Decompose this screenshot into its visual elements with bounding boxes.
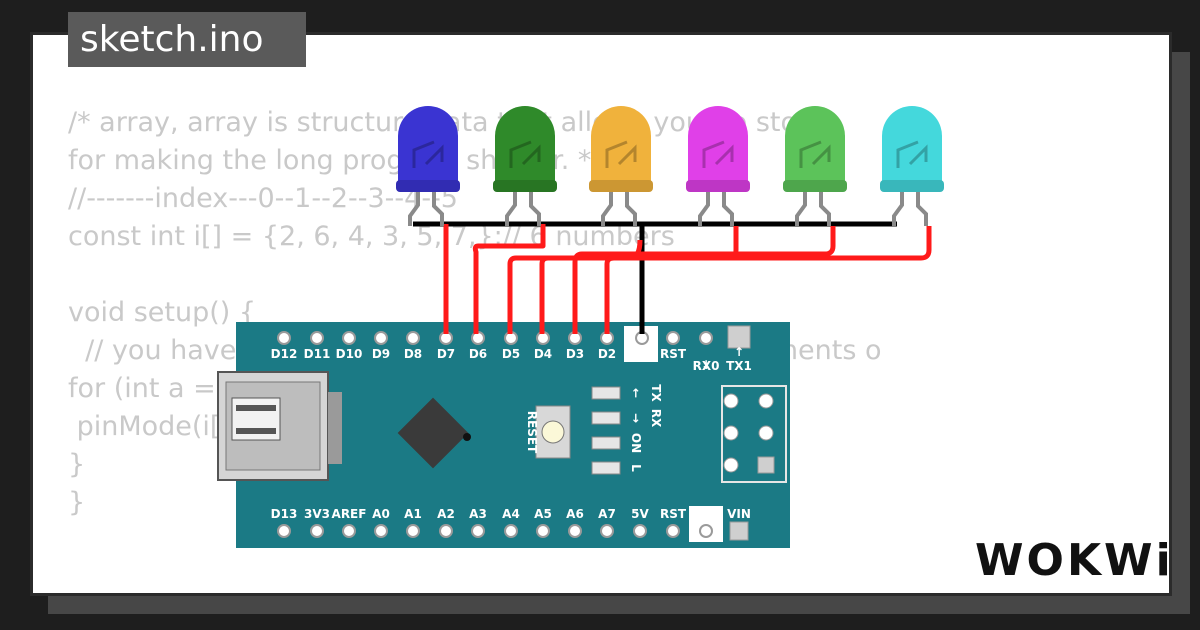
pin-5v[interactable]: [633, 524, 647, 538]
wokwi-logo: WOKWi: [975, 535, 1174, 586]
led-light-green[interactable]: [783, 106, 847, 226]
led-orange[interactable]: [589, 106, 653, 226]
pin-a6[interactable]: [568, 524, 582, 538]
pin-label-a0: A0: [372, 507, 390, 521]
pin-label-gnd: GND: [627, 347, 657, 361]
pin-label-d4: D4: [534, 347, 552, 361]
pin-label-a1: A1: [404, 507, 422, 521]
pin-a5[interactable]: [536, 524, 550, 538]
pin-label-vin: VIN: [727, 507, 751, 521]
l-indicator-label: L: [629, 464, 643, 472]
pin-label-3v3: 3V3: [304, 507, 330, 521]
icsp-header: [721, 385, 787, 483]
pin-label-d7: D7: [437, 347, 455, 361]
pin-a2[interactable]: [439, 524, 453, 538]
pin-a1[interactable]: [406, 524, 420, 538]
pin-3v3[interactable]: [310, 524, 324, 538]
wire-d5: [507, 239, 643, 334]
reset-button[interactable]: [535, 405, 571, 459]
pin-d11[interactable]: [310, 331, 324, 345]
reset-label: RESET: [525, 411, 539, 454]
pin-label-rx0: RX0: [693, 359, 720, 373]
pin-d10[interactable]: [342, 331, 356, 345]
wire-d2: [604, 226, 932, 334]
rx-indicator-label: RX: [649, 409, 663, 428]
pin-label-d12: D12: [271, 347, 298, 361]
pin-a3[interactable]: [471, 524, 485, 538]
wires: [413, 221, 932, 334]
pin-label-d11: D11: [304, 347, 331, 361]
indicator-leds: [591, 386, 621, 475]
pin-label-d6: D6: [469, 347, 487, 361]
pin-label-5v: 5V: [631, 507, 649, 521]
wire-d3: [572, 226, 836, 334]
pin-d13[interactable]: [277, 524, 291, 538]
pin-d8[interactable]: [406, 331, 420, 345]
pin-d9[interactable]: [374, 331, 388, 345]
pin-a7[interactable]: [600, 524, 614, 538]
pin-gnd[interactable]: [699, 524, 713, 538]
pin-aref[interactable]: [342, 524, 356, 538]
pin-label-a5: A5: [534, 507, 552, 521]
tx-arrow-icon: ↑: [734, 345, 744, 359]
pin-label-a2: A2: [437, 507, 455, 521]
tx-arrow-icon: ←: [629, 388, 643, 398]
pin-label-d2: D2: [598, 347, 616, 361]
wire-d6: [472, 224, 546, 334]
pin-label-tx1: TX1: [726, 359, 752, 373]
pin-label-d10: D10: [336, 347, 363, 361]
rx-arrow-icon: ↓: [701, 358, 711, 372]
code-line: //-------index---0--1--2--3--4--5: [68, 183, 458, 214]
microcontroller-chip: [397, 397, 471, 469]
tx-indicator-label: TX: [649, 384, 663, 402]
pin-label-d13: D13: [271, 507, 298, 521]
on-indicator-label: ON: [629, 433, 643, 453]
pin-label-rst: RST: [660, 507, 687, 521]
pin-label-aref: AREF: [332, 507, 367, 521]
pin-vin[interactable]: [729, 521, 749, 541]
pin-rst[interactable]: [666, 524, 680, 538]
pin-a0[interactable]: [374, 524, 388, 538]
led-green[interactable]: [493, 106, 557, 226]
pin-label-d8: D8: [404, 347, 422, 361]
led-cyan[interactable]: [880, 106, 944, 226]
usb-connector: [217, 371, 342, 481]
pin-label-gnd: GND: [691, 507, 721, 521]
rx-arrow-icon: →: [629, 413, 643, 423]
pin-d12[interactable]: [277, 331, 291, 345]
led-row: [396, 106, 944, 226]
code-line: }: [68, 487, 86, 518]
file-tab[interactable]: sketch.ino: [68, 12, 306, 67]
pin-rst[interactable]: [666, 331, 680, 345]
pin-label-a6: A6: [566, 507, 584, 521]
pin-rx0[interactable]: [699, 331, 713, 345]
pin-label-a7: A7: [598, 507, 616, 521]
pin-label-a3: A3: [469, 507, 487, 521]
code-line: void setup() {: [68, 297, 257, 328]
tx1-square-pad: [727, 325, 751, 349]
pin-label-d5: D5: [502, 347, 520, 361]
led-magenta[interactable]: [686, 106, 750, 226]
pin-label-rst: RST: [660, 347, 687, 361]
pin-label-a4: A4: [502, 507, 520, 521]
pin-a4[interactable]: [504, 524, 518, 538]
pin-label-d9: D9: [372, 347, 390, 361]
code-line: }: [68, 449, 86, 480]
pin-label-d3: D3: [566, 347, 584, 361]
led-blue[interactable]: [396, 106, 460, 226]
